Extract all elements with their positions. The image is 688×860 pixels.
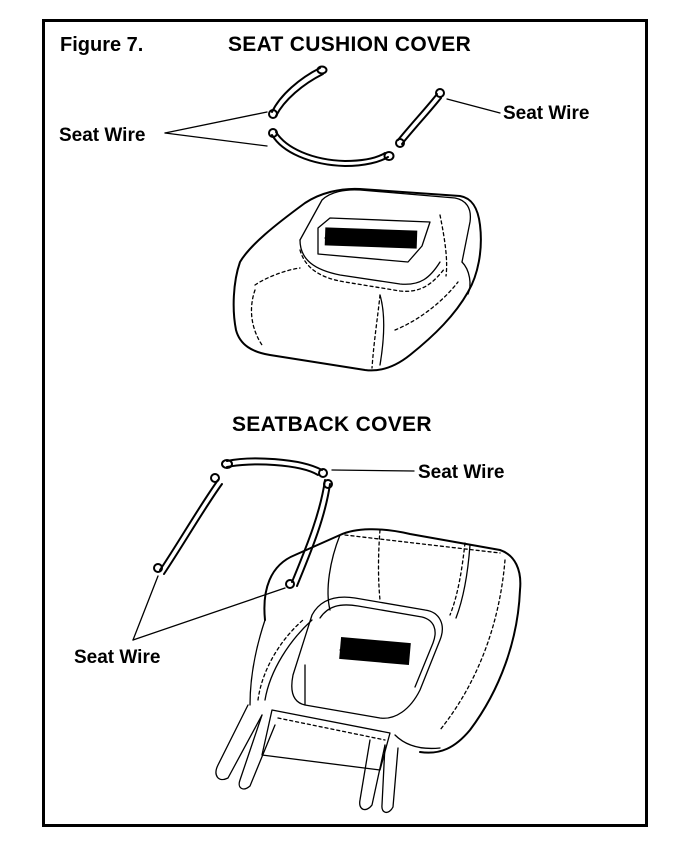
seatback xyxy=(215,528,522,814)
cushion-wire-left-upper xyxy=(268,65,328,119)
figure-number: Figure 7. xyxy=(60,34,144,56)
cushion-wire-bottom xyxy=(268,128,395,167)
seatback-leader-lines xyxy=(132,469,415,641)
seatback-wire xyxy=(153,457,333,589)
seatback-seat-wire-label-top: Seat Wire xyxy=(418,462,505,483)
seatback-seat-wire-label-bottom: Seat Wire xyxy=(74,647,161,668)
seatback-cover-title: SEATBACK COVER xyxy=(232,413,432,436)
figure-frame xyxy=(42,19,648,827)
cushion-leader-lines xyxy=(164,98,501,147)
cushion-seat-wire-label-left: Seat Wire xyxy=(59,125,146,146)
cushion-seat-wire-label-right: Seat Wire xyxy=(503,103,590,124)
seat-cushion xyxy=(232,187,482,372)
cushion-wire-right xyxy=(395,88,445,148)
seat-cushion-cover-title: SEAT CUSHION COVER xyxy=(228,33,472,56)
